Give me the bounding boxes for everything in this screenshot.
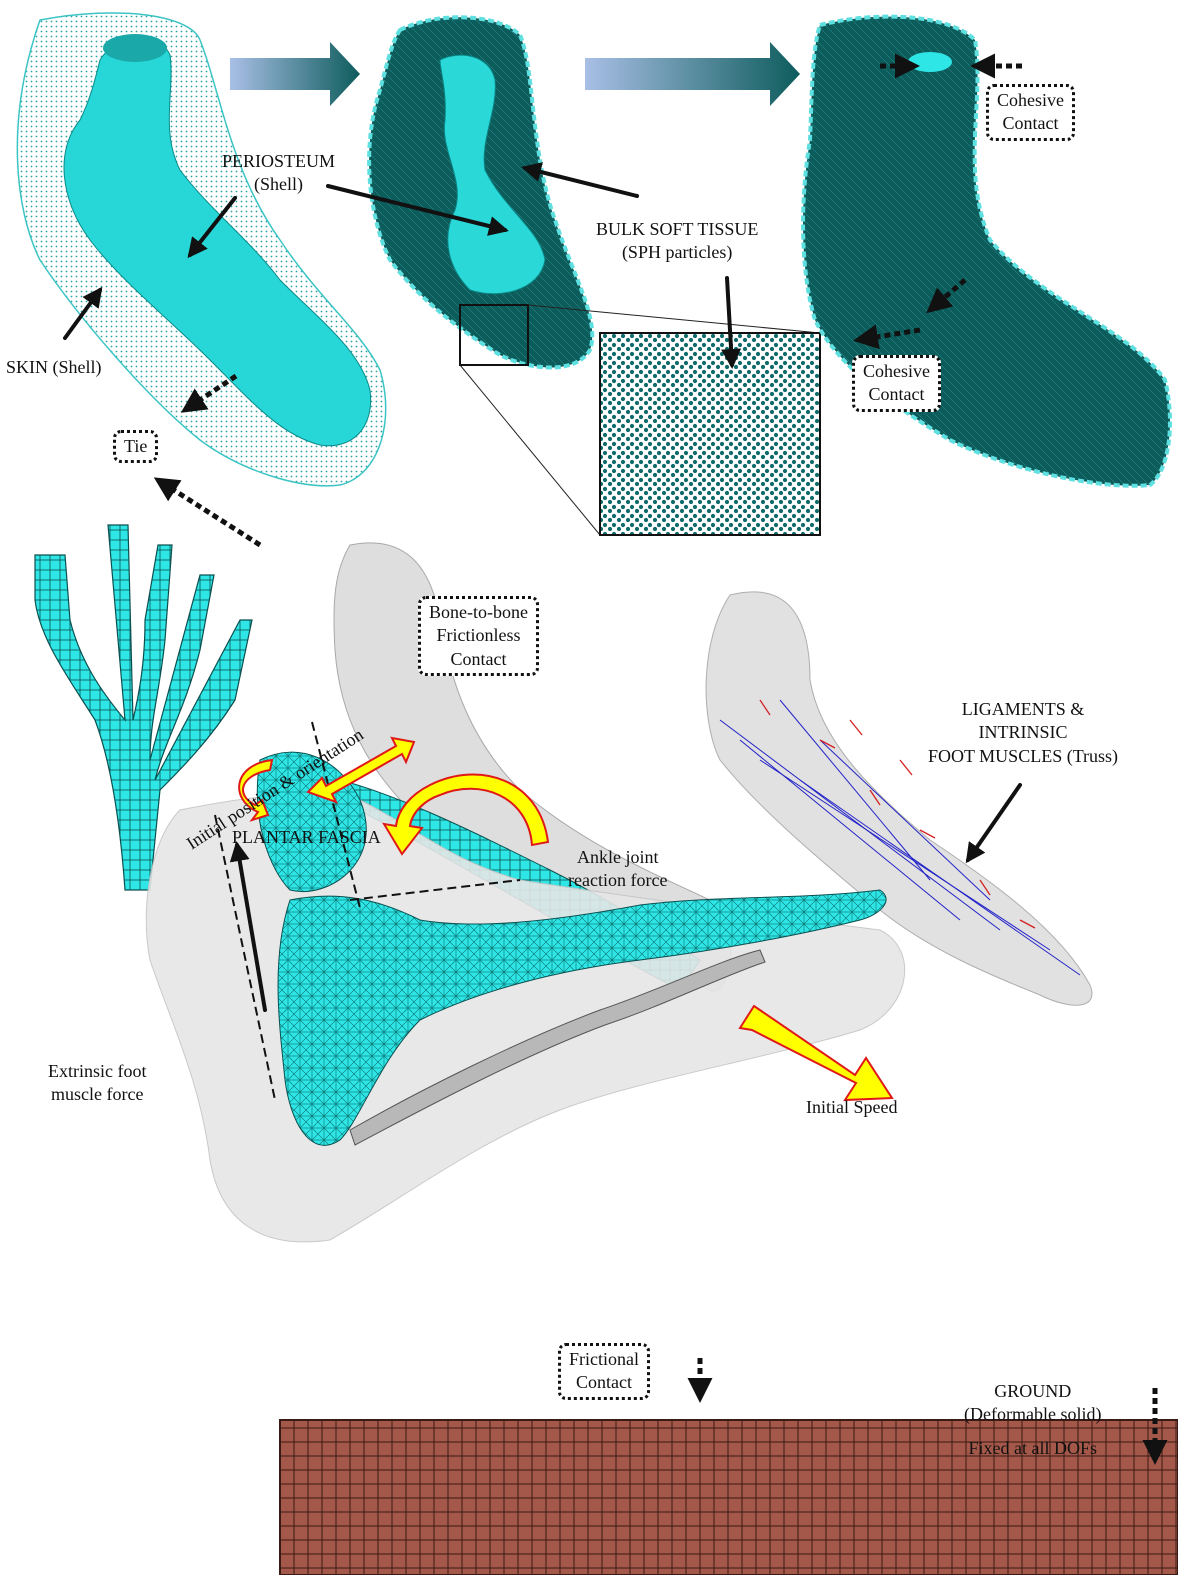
cohesive-contact-top-l2: Contact — [997, 112, 1064, 135]
sph-particles-inset — [600, 333, 820, 535]
frictional-contact-box: Frictional Contact — [558, 1343, 650, 1400]
cohesive-contact-top-l1: Cohesive — [997, 89, 1064, 112]
cohesive-contact-bottom-l2: Contact — [863, 383, 930, 406]
bulk-soft-tissue-type: (SPH particles) — [596, 241, 758, 264]
bone-to-bone-box: Bone-to-bone Frictionless Contact — [418, 596, 539, 676]
ligaments-l1: LIGAMENTS & — [928, 698, 1118, 721]
ankle-force-l1: Ankle joint — [568, 846, 667, 869]
ground-l1: GROUND — [964, 1380, 1101, 1403]
bulk-soft-tissue-title: BULK SOFT TISSUE — [596, 218, 758, 241]
extrinsic-force-label: Extrinsic foot muscle force — [48, 1060, 146, 1107]
cohesive-contact-bottom-l1: Cohesive — [863, 360, 930, 383]
extrinsic-force-l2: muscle force — [48, 1083, 146, 1106]
plantar-fascia-text: PLANTAR FASCIA — [232, 827, 381, 847]
skin-text: SKIN (Shell) — [6, 357, 102, 377]
ground-label: GROUND (Deformable solid) Fixed at all D… — [964, 1380, 1101, 1460]
ligaments-l3: FOOT MUSCLES (Truss) — [928, 745, 1118, 768]
skin-label: SKIN (Shell) — [6, 356, 102, 379]
ligaments-label: LIGAMENTS & INTRINSIC FOOT MUSCLES (Trus… — [928, 698, 1118, 768]
ankle-force-label: Ankle joint reaction force — [568, 846, 667, 893]
process-arrow-2 — [585, 42, 800, 106]
ligaments-l2: INTRINSIC — [928, 721, 1118, 744]
plantar-fascia-label: PLANTAR FASCIA — [232, 826, 381, 849]
bone-to-bone-l2: Frictionless — [429, 624, 528, 647]
tie-text: Tie — [124, 436, 147, 456]
sph-foot-model — [369, 17, 592, 367]
bulk-soft-tissue-label: BULK SOFT TISSUE (SPH particles) — [596, 218, 758, 265]
cohesive-contact-bottom-box: Cohesive Contact — [852, 355, 941, 412]
initial-speed-label: Initial Speed — [806, 1096, 897, 1119]
frictional-contact-l1: Frictional — [569, 1348, 639, 1371]
tie-box: Tie — [113, 430, 158, 463]
bone-to-bone-l1: Bone-to-bone — [429, 601, 528, 624]
periosteum-label: PERIOSTEUM (Shell) — [222, 150, 335, 197]
periosteum-type: (Shell) — [222, 173, 335, 196]
initial-speed-text: Initial Speed — [806, 1097, 897, 1117]
extrinsic-force-l1: Extrinsic foot — [48, 1060, 146, 1083]
process-arrow-1 — [230, 42, 360, 106]
cohesive-contact-top-box: Cohesive Contact — [986, 84, 1075, 141]
bone-to-bone-l3: Contact — [429, 648, 528, 671]
ground-l2: (Deformable solid) — [964, 1403, 1101, 1426]
ankle-force-l2: reaction force — [568, 869, 667, 892]
frictional-contact-l2: Contact — [569, 1371, 639, 1394]
ground-l3: Fixed at all DOFs — [964, 1437, 1101, 1460]
periosteum-title: PERIOSTEUM — [222, 150, 335, 173]
zoom-line-bottom — [460, 365, 600, 535]
